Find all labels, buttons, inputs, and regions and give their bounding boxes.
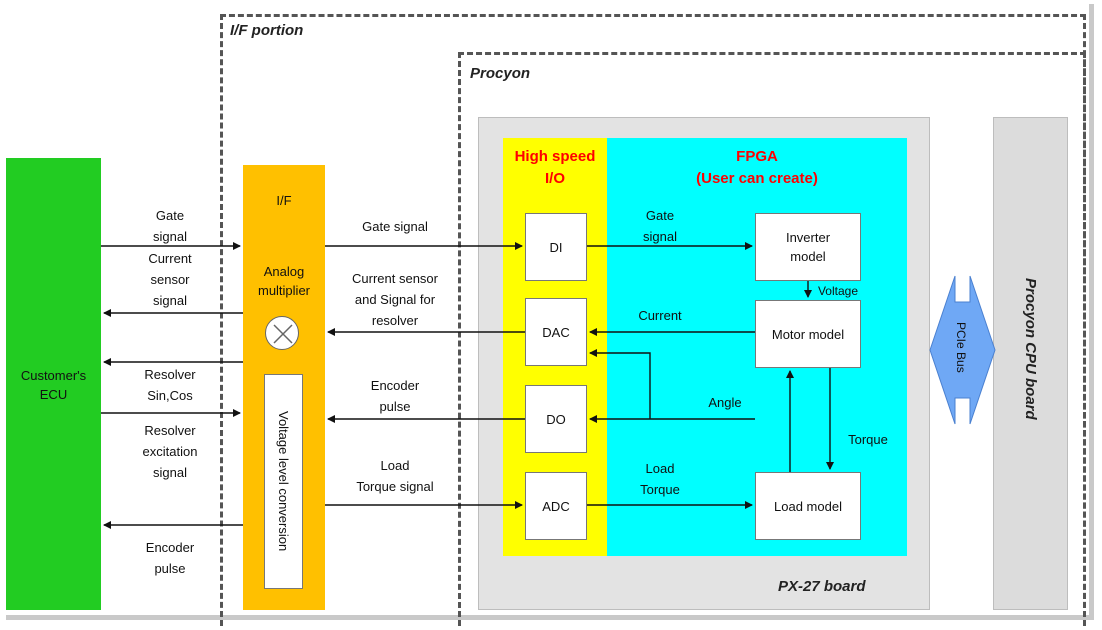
label-fpga-load: Load Torque — [640, 461, 680, 497]
diagram-frame — [6, 4, 1094, 620]
label-left-gate: Gate signal — [153, 208, 187, 244]
label-fpga-voltage: Voltage — [817, 284, 859, 298]
procyon-title: Procyon — [470, 65, 531, 82]
label-mid-encoder: Encoder pulse — [370, 378, 420, 414]
analog-multiplier-label: Analog multiplier — [257, 264, 310, 298]
procyon-region — [458, 52, 1086, 626]
label-fpga-current: Current — [638, 308, 682, 323]
voltage-level-label: Voltage level conversion — [276, 411, 291, 552]
do-box: DO — [525, 385, 587, 453]
multiplier-icon — [265, 316, 299, 350]
load-model-box: Load model — [755, 472, 861, 540]
label-fpga-gate: Gate signal — [643, 208, 677, 244]
label-fpga-torque: Torque — [848, 432, 888, 447]
label-left-resolver-exc: Resolver excitation signal — [142, 423, 198, 480]
inverter-model-box: Inverter model — [755, 213, 861, 281]
customer-ecu-block — [6, 158, 101, 610]
label-left-encoder: Encoder pulse — [145, 540, 195, 576]
if-portion-title: I/F portion — [230, 22, 304, 39]
motor-model-box: Motor model — [755, 300, 861, 368]
label-fpga-angle: Angle — [708, 395, 742, 410]
adc-box: ADC — [525, 472, 587, 540]
label-mid-gate: Gate signal — [362, 219, 428, 234]
voltage-level-box: Voltage level conversion — [264, 374, 303, 589]
procyon-cpu-board — [993, 117, 1068, 610]
pcie-arrow-shape — [929, 275, 996, 425]
if-block-label: I/F — [276, 193, 292, 208]
di-box: DI — [525, 213, 587, 281]
label-left-resolver-sincos: Resolver Sin,Cos — [144, 367, 196, 403]
procyon-cpu-board-label: Procyon CPU board — [1022, 278, 1039, 420]
px27-board-label: PX-27 board — [778, 578, 866, 595]
label-mid-load: Load Torque signal — [356, 458, 434, 494]
label-left-current: Current sensor signal — [148, 251, 192, 308]
dac-box: DAC — [525, 298, 587, 366]
customer-ecu-label: Customer's ECU — [20, 368, 87, 402]
hsio-title: High speed I/O — [514, 148, 596, 187]
pcie-bus-label: PCIe Bus — [954, 322, 968, 373]
fpga-title: FPGA (User can create) — [696, 148, 818, 187]
label-mid-current: Current sensor and Signal for resolver — [352, 271, 438, 328]
